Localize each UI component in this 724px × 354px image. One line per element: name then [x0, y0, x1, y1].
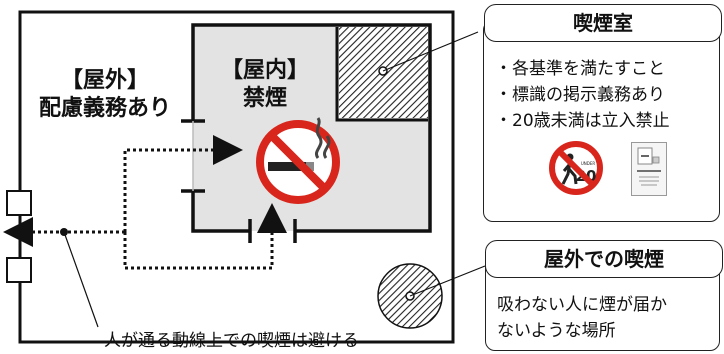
- outdoor-smoking-body-line1: 吸わない人に煙が届か: [497, 295, 667, 315]
- sign-graphic: [637, 147, 661, 186]
- outdoor-smoking-callout-title: 屋外での喫煙: [485, 240, 723, 278]
- no-entry-under-20-icon: 20 UNDER: [549, 141, 603, 195]
- smoking-room-item-3: ・20歳未満は立入禁止: [495, 111, 670, 131]
- outdoor-label-line1: 【屋外】: [60, 68, 149, 93]
- smoking-room-sign-icon: [631, 142, 667, 196]
- left-door-upper: [6, 190, 32, 216]
- smoking-room-item-1: ・各基準を満たすこと: [495, 59, 665, 79]
- walking-path-to-left-entrance: [123, 135, 243, 232]
- no-smoking-icon: [256, 117, 340, 204]
- indoor-label-line1: 【屋内】: [220, 58, 309, 83]
- smoking-room-leader: [382, 31, 479, 72]
- walking-path-to-bottom-entrance: [123, 203, 287, 270]
- smoking-room-callout-title: 喫煙室: [484, 4, 722, 42]
- under-20-caption: UNDER: [581, 161, 596, 166]
- outdoor-label-line2: 配慮義務あり: [38, 96, 171, 121]
- outdoor-smoking-leader: [409, 265, 486, 297]
- smoking-room-callout: [483, 20, 720, 222]
- smoking-room-item-2: ・標識の掲示義務あり: [495, 85, 665, 105]
- building-walls: [191, 23, 432, 233]
- indoor-label-line2: 禁煙: [242, 86, 287, 111]
- left-door-lower: [6, 257, 32, 283]
- outdoor-smoking-body-line2: ないような場所: [497, 321, 616, 341]
- walking-path-note: 人が通る動線上での喫煙は避ける: [104, 331, 359, 351]
- smoking-room-partition: [335, 27, 428, 122]
- walking-path-leader: [63, 231, 99, 328]
